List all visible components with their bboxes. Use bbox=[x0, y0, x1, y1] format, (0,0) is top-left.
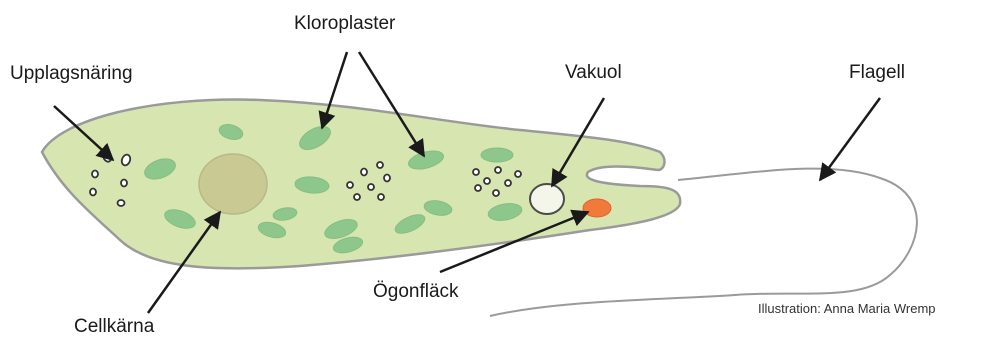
eyespot bbox=[583, 199, 611, 217]
label-vakuol: Vakuol bbox=[565, 63, 622, 82]
chloroplast bbox=[481, 148, 513, 162]
cell-nucleus bbox=[199, 154, 267, 214]
illustration-credit: Illustration: Anna Maria Wremp bbox=[758, 302, 936, 315]
label-ogonflack: Ögonfläck bbox=[373, 282, 459, 301]
label-cellkarna: Cellkärna bbox=[74, 317, 154, 336]
arrow-flagell bbox=[820, 98, 880, 180]
vacuole bbox=[530, 184, 564, 214]
label-kloroplaster: Kloroplaster bbox=[294, 14, 395, 33]
label-flagell: Flagell bbox=[849, 63, 905, 82]
label-upplagsnaring: Upplagsnäring bbox=[10, 64, 133, 83]
